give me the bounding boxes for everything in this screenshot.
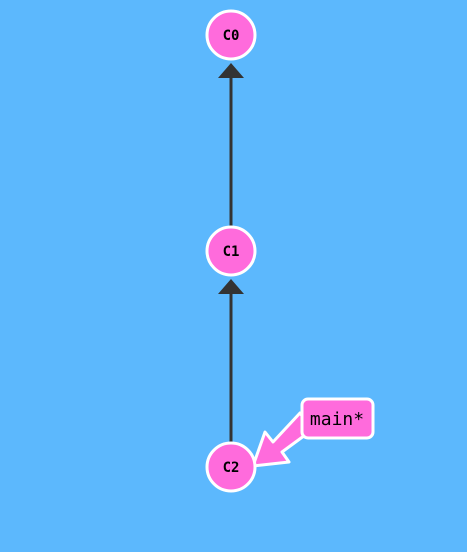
commit-label-C2: C2 [223,460,240,476]
branch-label-main: main* [310,409,364,430]
commit-node-C0[interactable]: C0 [205,9,257,61]
edge-C2-to-C1 [218,279,244,442]
commit-label-C1: C1 [223,244,240,260]
commit-node-C2[interactable]: C2 [205,441,257,493]
commit-label-C0: C0 [223,28,240,44]
edge-arrowhead [218,279,244,294]
branch-main[interactable]: main* [300,397,375,440]
commit-node-C1[interactable]: C1 [205,225,257,277]
edge-C1-to-C0 [218,63,244,226]
edge-arrowhead [218,63,244,78]
